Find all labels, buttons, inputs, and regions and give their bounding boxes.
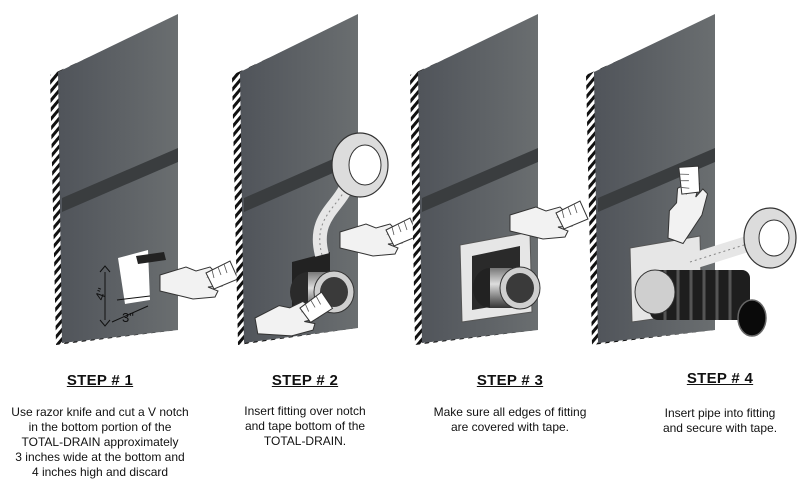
step-description: Use razor knife and cut a V notch in the… (11, 405, 189, 479)
tape-roll-icon (743, 207, 797, 269)
panel-step-2 (232, 14, 419, 345)
panel-step-4 (586, 14, 797, 345)
height-dimension-label: 4" (92, 286, 110, 303)
corrugated-pipe-icon (634, 269, 767, 337)
step-title: STEP # 1 (66, 372, 134, 389)
pipe-fitting-icon (473, 266, 541, 310)
width-dimension-label: 3" (122, 310, 134, 325)
step-title: STEP # 3 (476, 372, 544, 389)
step-description: Insert pipe into fitting and secure with… (662, 406, 778, 435)
tape-roll-icon (331, 132, 389, 198)
razor-knife-icon (136, 252, 166, 264)
step-4: STEP # 4 Insert pipe into fitting and se… (640, 370, 800, 436)
installation-illustration: 4" 3" (50, 14, 797, 345)
panel-step-1: 4" 3" (50, 14, 239, 345)
step-title: STEP # 4 (686, 370, 754, 387)
step-description: Make sure all edges of fitting are cover… (433, 405, 587, 434)
step-title: STEP # 2 (271, 372, 339, 389)
panel-step-3 (410, 14, 589, 345)
step-1: STEP # 1 Use razor knife and cut a V not… (0, 372, 200, 480)
step-description: Insert fitting over notch and tape botto… (244, 404, 366, 448)
v-notch (118, 250, 150, 304)
step-2: STEP # 2 Insert fitting over notch and t… (210, 372, 400, 449)
step-3: STEP # 3 Make sure all edges of fitting … (420, 372, 600, 435)
